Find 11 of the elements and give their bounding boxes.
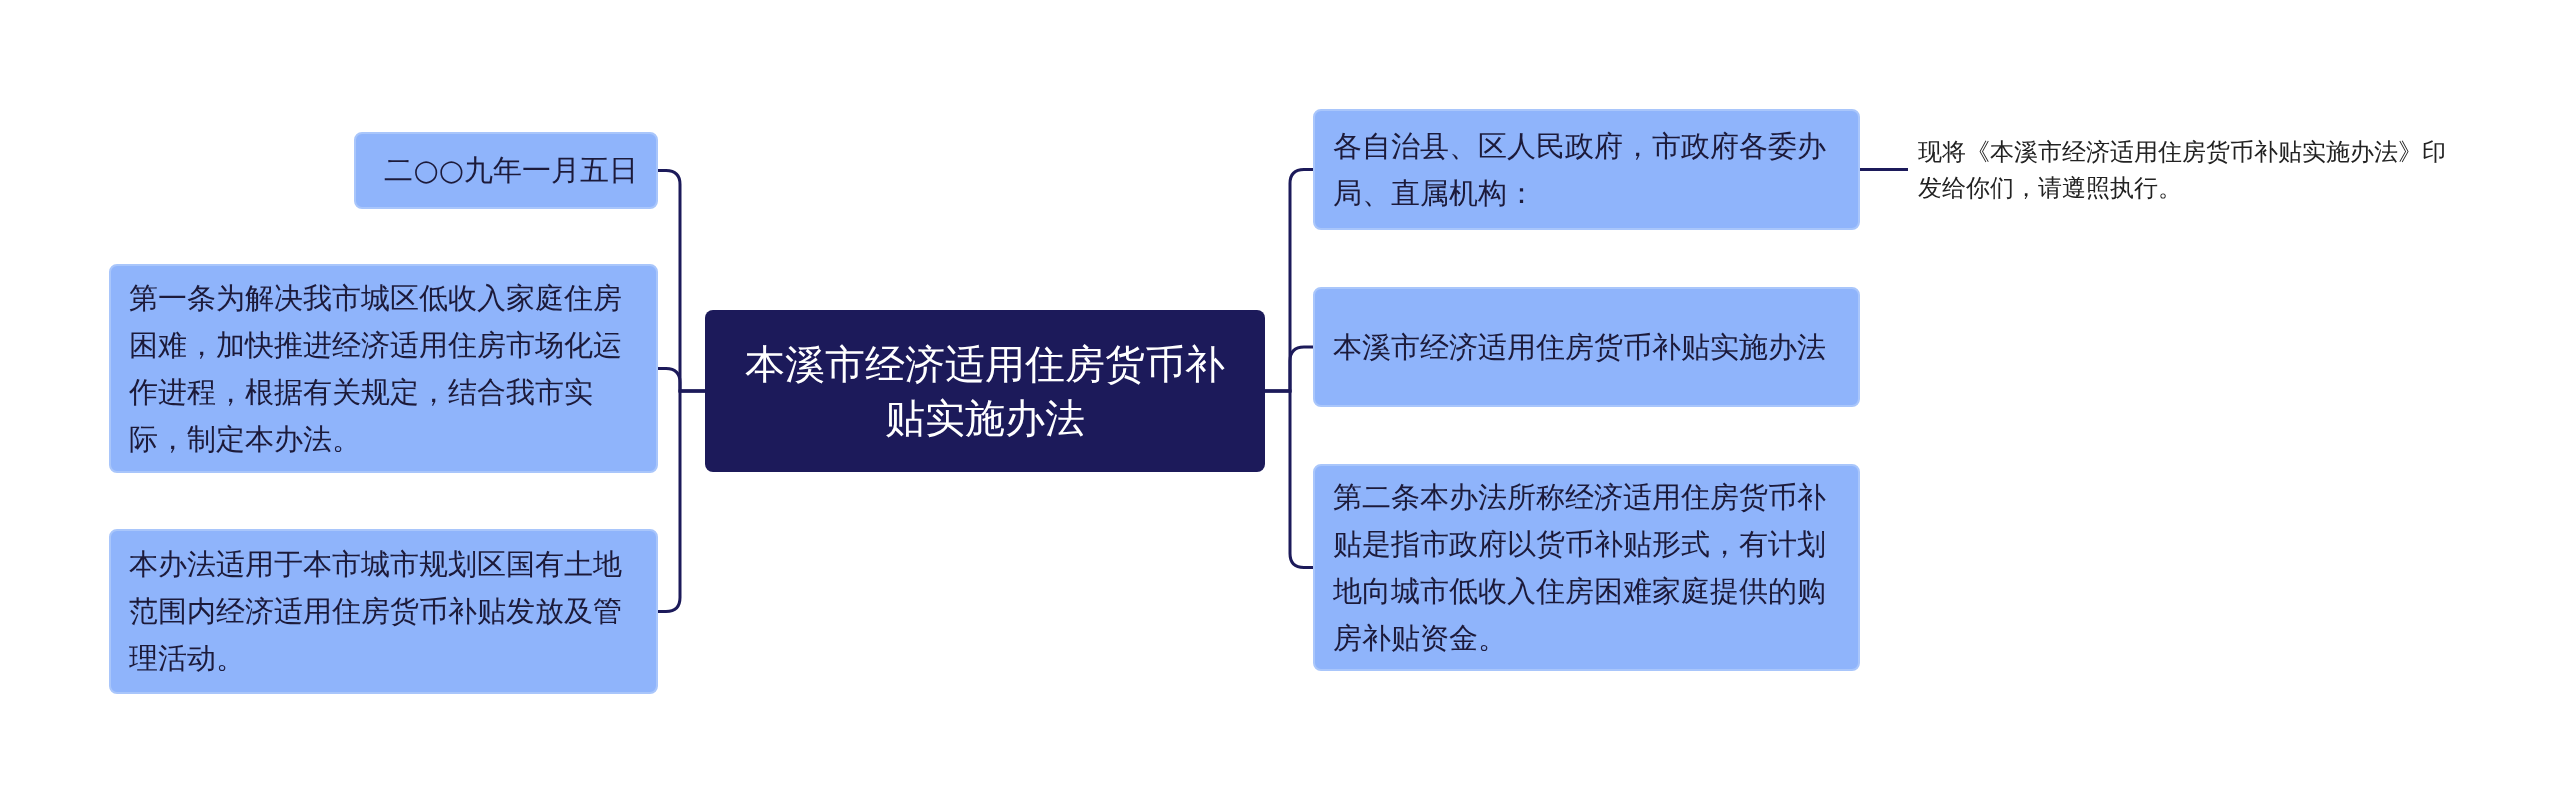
connector-line — [1265, 389, 1313, 569]
topic-box: 本办法适用于本市城市规划区国有土地范围内经济适用住房货币补贴发放及管理活动。 — [109, 529, 658, 694]
connector-line — [658, 389, 705, 613]
topic-box: 第二条本办法所称经济适用住房货币补贴是指市政府以货币补贴形式，有计划地向城市低收入住房困难家庭提供的购房补贴资金。 — [1313, 464, 1860, 671]
topic-box: 第一条为解决我市城区低收入家庭住房困难，加快推进经济适用住房市场化运作进程，根据有关规定，结合我市实际，制定本办法。 — [109, 264, 658, 473]
topic-box: 本溪市经济适用住房货币补贴实施办法 — [1313, 287, 1860, 407]
central-topic-box: 本溪市经济适用住房货币补贴实施办法 — [705, 310, 1265, 472]
connector-line — [1860, 168, 1908, 171]
topic-box: 各自治县、区人民政府，市政府各委办局、直属机构： — [1313, 109, 1860, 230]
note-text: 现将《本溪市经济适用住房货币补贴实施办法》印发给你们，请遵照执行。 — [1918, 132, 2458, 208]
topic-box: 二○○九年一月五日 — [354, 132, 658, 209]
